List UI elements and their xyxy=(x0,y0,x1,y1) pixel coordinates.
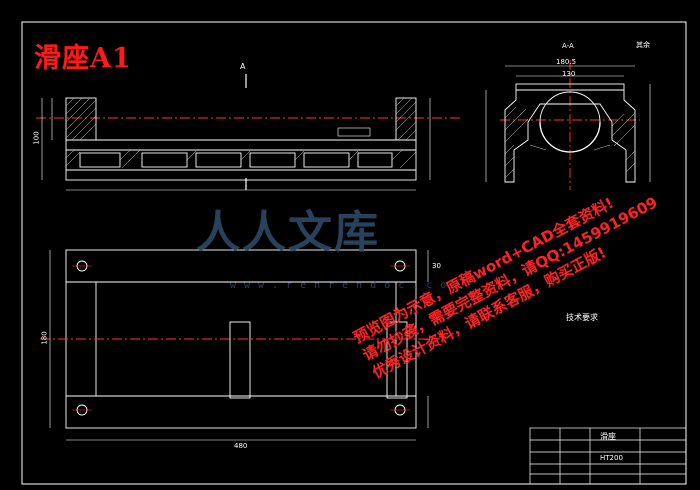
section-view xyxy=(485,60,651,190)
tech-requirements-heading: 技术要求 xyxy=(566,313,598,322)
section-mark-top: A xyxy=(240,62,246,71)
dim-plan-width: 180 xyxy=(40,331,49,345)
drawing-border xyxy=(21,21,687,485)
roughness-note: 其余 xyxy=(636,41,650,49)
watermark-logo: 人人文库 xyxy=(196,207,380,258)
dim-plan-length: 480 xyxy=(234,442,248,450)
watermark-url: www.renrendoc.com xyxy=(230,280,469,291)
dim-slot-width: 30 xyxy=(432,262,441,270)
plan-view xyxy=(40,249,440,441)
title-block-part-name: 滑座 xyxy=(600,432,616,441)
front-view xyxy=(36,74,460,191)
dim-front-height: 100 xyxy=(32,131,41,145)
section-view-label: A-A xyxy=(562,42,574,50)
title-block xyxy=(529,427,687,485)
drawing-title: 滑座A1 xyxy=(34,43,132,74)
dim-section-inner: 130 xyxy=(562,70,576,78)
dim-section-top: 180.5 xyxy=(556,58,577,66)
title-block-material: HT200 xyxy=(600,454,623,462)
